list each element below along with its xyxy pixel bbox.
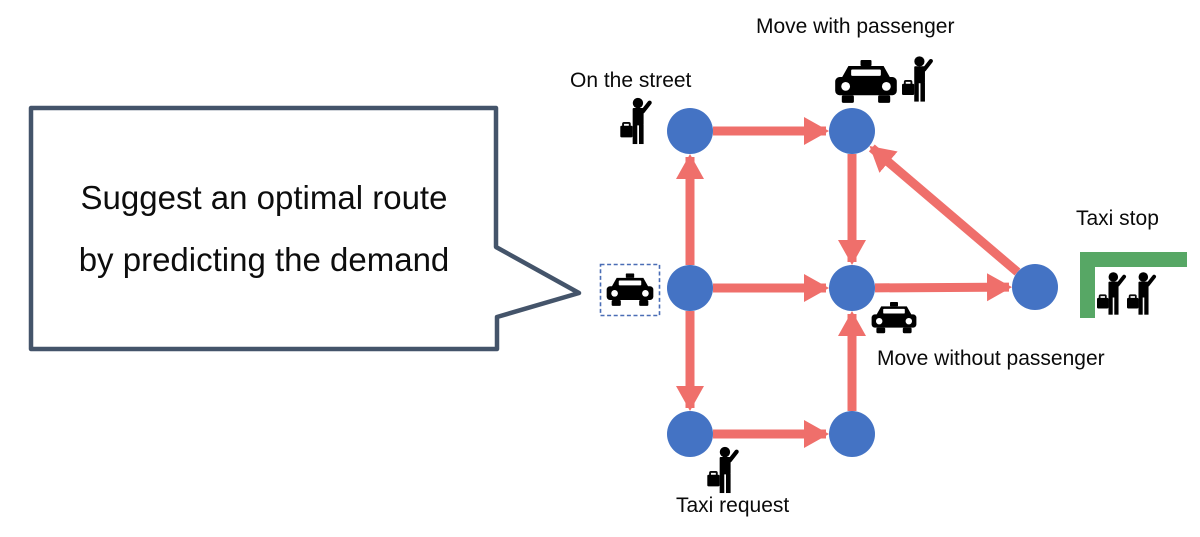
person-hailing-icon bbox=[620, 97, 653, 145]
label-taxi-stop: Taxi stop bbox=[1076, 207, 1159, 230]
taxi-icon bbox=[831, 60, 901, 104]
current-taxi-icon bbox=[605, 273, 655, 307]
person-hailing-icon bbox=[707, 446, 740, 494]
taxi-stop-shelter bbox=[1080, 252, 1187, 318]
node-right bbox=[1012, 264, 1058, 310]
edge-right-to-top-mid bbox=[868, 144, 1021, 276]
node-bottom-left bbox=[667, 411, 713, 457]
label-taxi-request: Taxi request bbox=[676, 494, 790, 517]
person-hailing-icon bbox=[1097, 271, 1127, 316]
person-hailing-icon bbox=[1127, 271, 1157, 316]
node-top-mid bbox=[829, 108, 875, 154]
node-mid-center bbox=[829, 265, 875, 311]
callout-line-1: Suggest an optimal route bbox=[80, 179, 448, 216]
label-on-the-street: On the street bbox=[570, 69, 692, 92]
edge-mid-center-to-right bbox=[874, 273, 1012, 302]
label-move-without-passenger: Move without passenger bbox=[877, 347, 1105, 370]
current-taxi-dashed-box bbox=[599, 263, 661, 317]
callout-text: Suggest an optimal route by predicting t… bbox=[28, 106, 500, 352]
route-graph bbox=[667, 108, 1058, 457]
label-move-with-passenger: Move with passenger bbox=[756, 15, 955, 38]
callout-line-2: by predicting the demand bbox=[78, 241, 450, 278]
node-mid-left bbox=[667, 265, 713, 311]
node-top-left bbox=[667, 108, 713, 154]
node-bottom-mid bbox=[829, 411, 875, 457]
taxi-icon bbox=[870, 299, 918, 337]
speech-bubble bbox=[28, 105, 582, 352]
person-hailing-icon bbox=[902, 54, 934, 104]
